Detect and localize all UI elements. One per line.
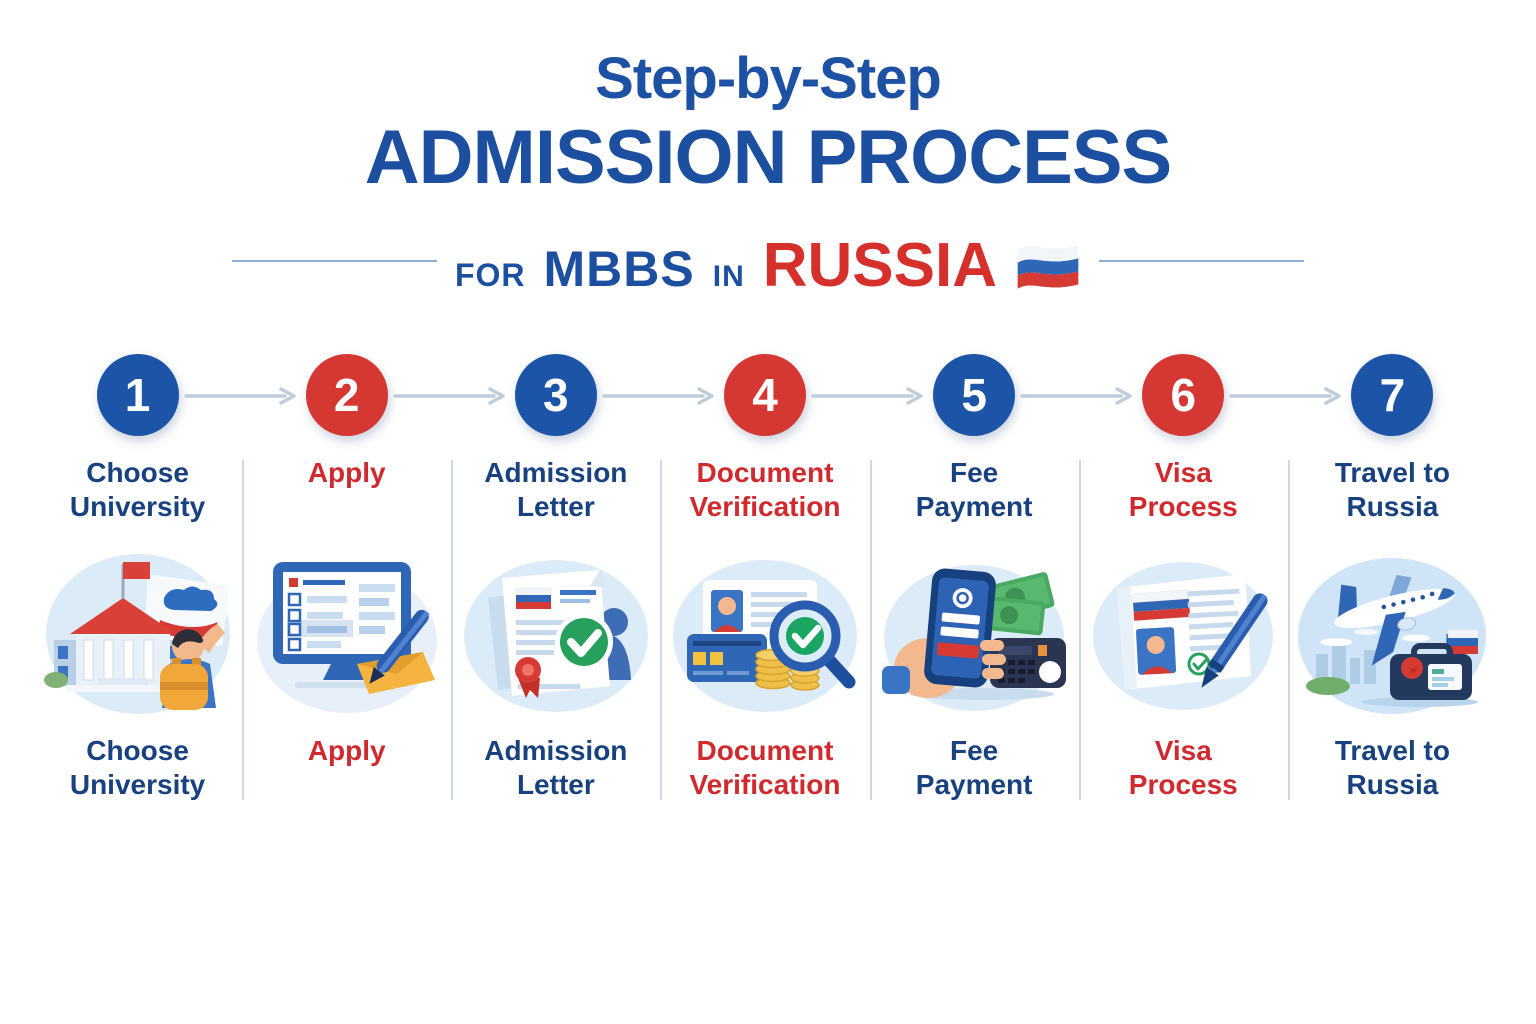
step-number-badge: 6 [1142,354,1225,436]
step-fee-payment: 5 Fee Payment [870,354,1079,802]
step-label-top: Fee Payment [915,457,1033,523]
column-divider [451,460,453,800]
step-label-bottom: Document Verification [689,735,841,801]
step-number-badge: 7 [1351,354,1434,436]
arrow-icon [602,387,714,405]
step-number-badge: 1 [96,354,179,436]
arrow-icon [1229,387,1341,405]
visa-process-icon [1087,544,1279,722]
column-divider [242,460,244,800]
step-number-badge: 2 [305,354,388,436]
arrow-icon [184,387,296,405]
arrow-icon [393,387,505,405]
subtitle-country: RUSSIA [762,231,998,300]
step-label-top: Visa Process [1128,457,1238,523]
step-choose-university: 1 Choose University [33,354,242,802]
step-label-top: Apply [307,457,386,488]
travel-plane-icon [1296,544,1488,722]
step-admission-letter: 3 Admission Letter [451,354,660,802]
step-label-bottom: Apply [307,735,386,766]
subtitle-for: FOR [454,257,526,293]
subtitle-program: MBBS [543,241,695,297]
column-divider [870,460,872,800]
step-number-badge: 5 [933,354,1016,436]
step-label-top: Admission Letter [484,457,628,523]
column-divider [1288,460,1290,800]
university-student-icon [42,544,234,722]
step-label-top: Document Verification [689,457,841,523]
steps-grid: 1 Choose University [33,354,1497,802]
step-number: 6 [1170,369,1197,421]
step-number: 1 [124,369,151,421]
step-label-bottom: Fee Payment [915,735,1033,801]
subtitle: FOR MBBS IN RUSSIA [0,230,1536,300]
steps-row: 1 Choose University [0,354,1536,802]
admission-letter-icon [460,544,652,722]
header: Step-by-Step ADMISSION PROCESS FOR MBBS … [0,0,1536,300]
step-label-top: Choose University [69,457,206,523]
column-divider [660,460,662,800]
step-document-verification: 4 Document Verification [660,354,869,802]
step-travel-to-russia: 7 Travel to Russia [1288,354,1497,802]
step-number: 5 [961,369,987,421]
column-divider [1079,460,1081,800]
step-number: 3 [543,369,569,421]
page-title: Step-by-Step [595,46,942,111]
step-number: 2 [333,369,360,421]
subtitle-left-rule [231,260,437,262]
subtitle-right-rule [1099,260,1305,262]
step-label-top: Travel to Russia [1334,457,1450,523]
step-number: 4 [752,369,778,421]
step-label-bottom: Admission Letter [484,735,628,801]
online-application-icon [251,544,443,722]
arrow-icon [811,387,923,405]
step-number-badge: 4 [723,354,806,436]
step-apply: 2 Apply [242,354,451,802]
step-visa-process: 6 Visa Process [1079,354,1288,802]
step-number-badge: 3 [514,354,597,436]
arrow-icon [1020,387,1132,405]
page-title-main: ADMISSION PROCESS [364,115,1172,200]
step-label-bottom: Travel to Russia [1334,735,1450,801]
step-label-bottom: Choose University [69,735,206,801]
fee-payment-icon [878,544,1070,722]
subtitle-in: IN [712,260,745,293]
russia-flag-icon [1015,241,1081,298]
document-verification-icon [669,544,861,722]
step-number: 7 [1379,369,1406,421]
step-label-bottom: Visa Process [1128,735,1238,801]
